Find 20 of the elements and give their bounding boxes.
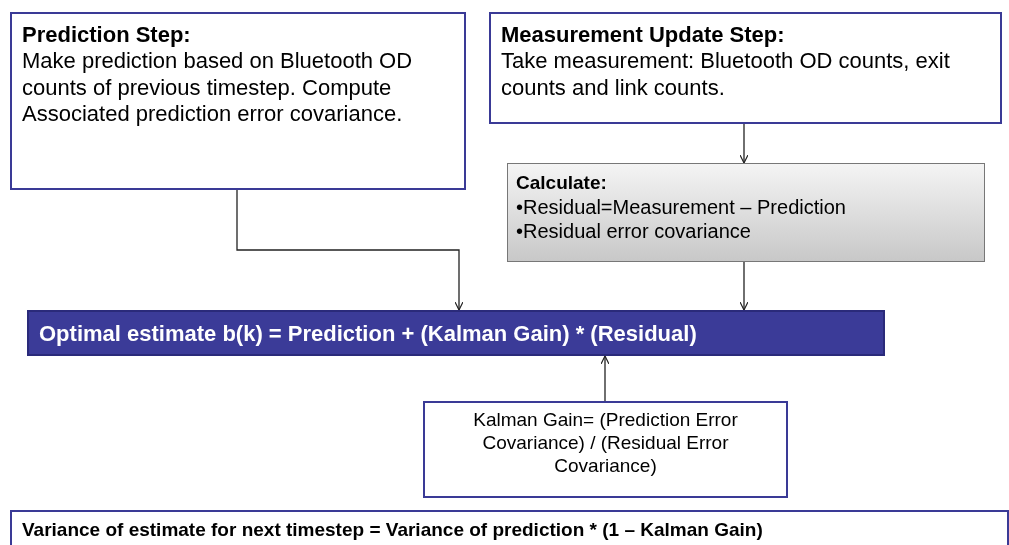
- body-text: •Residual=Measurement – Prediction: [516, 194, 847, 219]
- process-box: [10, 12, 466, 190]
- arrow: [600, 355, 610, 402]
- formula-text: Variance of estimate for next timestep = Variance of prediction * (1 – Kalman Gain): [22, 519, 764, 542]
- formula-text: Kalman Gain= (Prediction Error Covariance) / (Residual Error Covariance): [472, 409, 739, 478]
- heading: Prediction Step:: [22, 22, 192, 49]
- body-text: Make prediction based on Bluetooth OD counts of previous timestep. Compute Associated prediction error covariance.: [22, 48, 414, 128]
- heading: Calculate:: [516, 172, 608, 195]
- heading: Measurement Update Step:: [501, 22, 786, 49]
- arrow: [739, 123, 749, 164]
- result-bar: [27, 310, 885, 356]
- formula-box: [423, 401, 788, 498]
- arrow: [739, 261, 749, 311]
- body-text: •Residual error covariance: [516, 218, 752, 243]
- formula-box: [10, 510, 1009, 545]
- arrow: [236, 189, 464, 311]
- process-box: [489, 12, 1002, 124]
- formula-text: Optimal estimate b(k) = Prediction + (Kalman Gain) * (Residual): [39, 321, 698, 348]
- calculation-box: [507, 163, 985, 262]
- body-text: Take measurement: Bluetooth OD counts, exit counts and link counts.: [501, 48, 951, 102]
